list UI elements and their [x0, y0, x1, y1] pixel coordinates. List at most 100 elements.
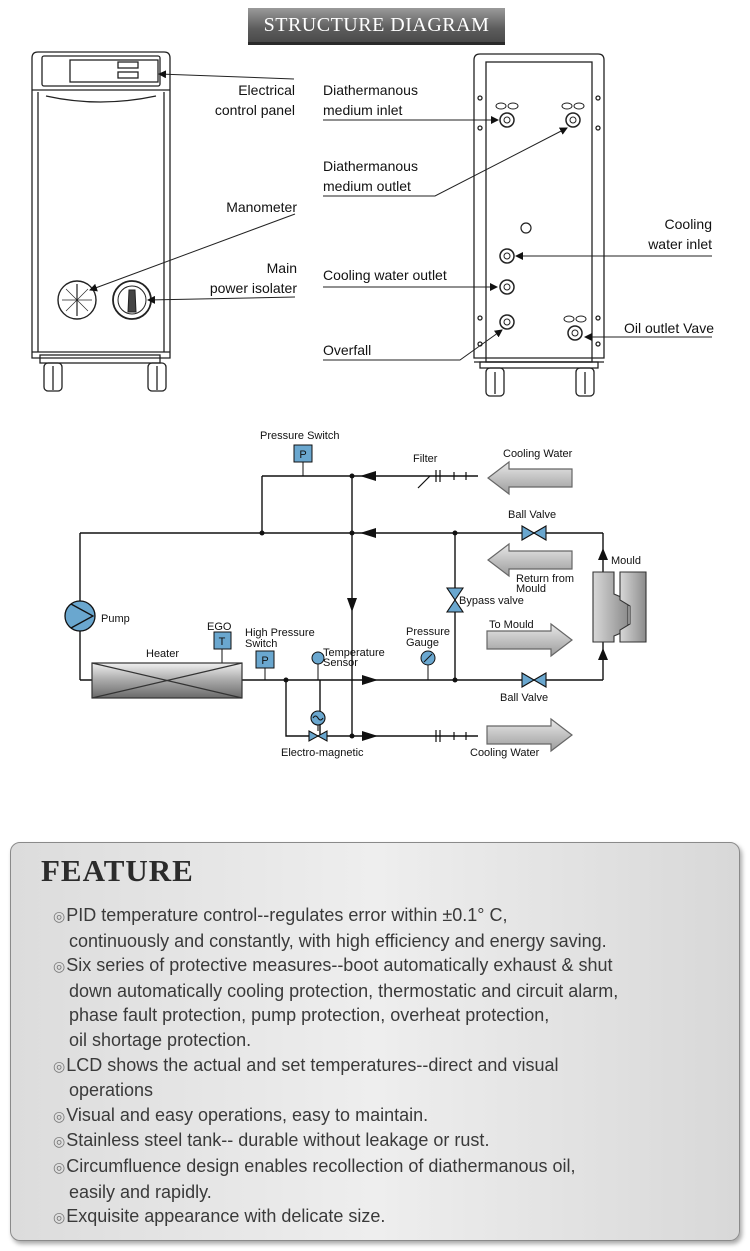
label-pressure-switch: Pressure Switch	[260, 430, 339, 442]
feature-line: oil shortage protection.	[53, 1028, 733, 1053]
header-title: STRUCTURE DIAGRAM	[263, 13, 490, 36]
cooling-water-out-arrow	[486, 717, 573, 753]
label-return-2: Mould	[516, 583, 546, 595]
label-outlet-1: Diathermanous	[323, 158, 418, 174]
cooling-outlet-port-icon	[499, 279, 515, 295]
back-ports	[495, 102, 587, 341]
oil-outlet-port-icon	[563, 315, 587, 341]
feature-item: ◎Six series of protective measures--boot…	[53, 953, 733, 1052]
label-temp-sensor-1: Temperature	[323, 647, 385, 659]
label-inlet-1: Diathermanous	[323, 82, 418, 98]
label-high-pressure-1: High Pressure	[245, 627, 315, 639]
bullet-icon: ◎	[53, 1158, 66, 1175]
label-ego: EGO	[207, 621, 232, 633]
left-labels: Electrical control panel Manometer Main …	[210, 82, 297, 296]
feature-line: easily and rapidly.	[53, 1180, 733, 1205]
feature-item: ◎Visual and easy operations, easy to mai…	[53, 1103, 733, 1129]
label-electro-magnetic: Electro-magnetic	[281, 747, 364, 759]
label-cooling-inlet-1: Cooling	[665, 216, 712, 232]
return-from-mould-arrow	[487, 542, 573, 578]
feature-list: ◎PID temperature control--regulates erro…	[53, 903, 733, 1230]
feature-line: continuously and constantly, with high e…	[53, 929, 733, 954]
label-temp-sensor-2: Sensor	[323, 657, 358, 669]
outlet-port-icon	[561, 102, 585, 128]
pressure-switch-icon: P	[293, 444, 313, 476]
feature-text: Circumfluence design enables recollectio…	[66, 1155, 576, 1176]
feature-text: Exquisite appearance with delicate size.	[66, 1206, 386, 1227]
bullet-icon: ◎	[53, 908, 66, 924]
feature-line: ◎Visual and easy operations, easy to mai…	[53, 1103, 733, 1129]
filter-icon	[417, 470, 467, 489]
label-pressure-gauge-2: Gauge	[406, 637, 439, 649]
label-main-power-2: power isolater	[210, 280, 297, 296]
feature-line: down automatically cooling protection, t…	[53, 979, 733, 1004]
label-inlet-2: medium inlet	[323, 102, 402, 118]
ego-symbol: T	[219, 636, 226, 648]
feature-item: ◎Circumfluence design enables recollecti…	[53, 1154, 733, 1204]
label-outlet-2: medium outlet	[323, 178, 411, 194]
feature-text: easily and rapidly.	[69, 1181, 212, 1202]
feature-line: ◎Stainless steel tank-- durable without …	[53, 1128, 733, 1154]
feature-text: Stainless steel tank-- durable without l…	[66, 1130, 490, 1151]
feature-line: ◎PID temperature control--regulates erro…	[53, 903, 733, 929]
label-filter: Filter	[413, 453, 438, 465]
label-return-1: Return from	[516, 573, 574, 585]
label-pressure-gauge-1: Pressure	[406, 626, 450, 638]
junction-dots	[259, 473, 458, 739]
label-to-mould: To Mould	[489, 619, 534, 631]
temperature-sensor-icon	[311, 651, 325, 680]
bypass-valve-icon	[445, 587, 465, 613]
label-ball-valve-bottom: Ball Valve	[500, 692, 548, 704]
manometer-dial-icon	[57, 280, 97, 320]
feature-item: ◎PID temperature control--regulates erro…	[53, 903, 733, 953]
feature-line: ◎Exquisite appearance with delicate size…	[53, 1204, 733, 1230]
label-main-power-1: Main	[267, 260, 297, 276]
high-pressure-switch-icon: P	[255, 650, 275, 680]
feature-text: PID temperature control--regulates error…	[66, 905, 508, 925]
label-manometer: Manometer	[226, 199, 297, 215]
filter-icon-bottom	[435, 730, 467, 742]
overfall-port-icon	[499, 314, 515, 330]
electro-magnetic-valve-icon	[308, 710, 328, 742]
feature-text: Visual and easy operations, easy to main…	[66, 1104, 429, 1125]
bullet-icon: ◎	[53, 1107, 66, 1124]
power-isolater-knob-icon	[112, 280, 152, 320]
label-cooling-outlet: Cooling water outlet	[323, 267, 447, 283]
flow-arrows	[347, 471, 608, 741]
feature-text: operations	[69, 1080, 154, 1101]
label-cooling-inlet-2: water inlet	[647, 236, 712, 252]
label-electrical-2: control panel	[215, 102, 295, 118]
diagram-canvas: Electrical control panel Manometer Main …	[31, 51, 714, 759]
label-electrical-1: Electrical	[238, 82, 295, 98]
label-pump: Pump	[101, 613, 130, 625]
ego-icon: T	[213, 631, 232, 664]
feature-panel: FEATURE ◎PID temperature control--regula…	[10, 842, 740, 1241]
flow-labels: Pressure Switch Filter Cooling Water Bal…	[101, 430, 641, 759]
pressure-gauge-icon	[420, 650, 436, 680]
ball-valve-top-icon	[521, 525, 547, 541]
feature-text: phase fault protection, pump protection,…	[69, 1005, 550, 1026]
feature-item: ◎Exquisite appearance with delicate size…	[53, 1204, 733, 1230]
to-mould-arrow	[486, 622, 573, 658]
feature-line: operations	[53, 1078, 733, 1103]
inlet-port-icon	[495, 102, 519, 128]
heater-icon	[91, 662, 243, 699]
bullet-icon: ◎	[53, 1133, 66, 1150]
feature-text: down automatically cooling protection, t…	[69, 980, 619, 1001]
feature-text: Six series of protective measures--boot …	[66, 955, 613, 976]
pump-icon	[64, 600, 96, 632]
bullet-icon: ◎	[53, 1057, 66, 1074]
front-machine	[31, 51, 171, 392]
feature-item: ◎Stainless steel tank-- durable without …	[53, 1128, 733, 1154]
back-machine	[473, 53, 605, 397]
bullet-icon: ◎	[53, 1209, 66, 1226]
label-cooling-water-out: Cooling Water	[470, 747, 540, 759]
feature-line: ◎Six series of protective measures--boot…	[53, 953, 733, 979]
pressure-switch-symbol: P	[299, 449, 306, 461]
feature-item: ◎LCD shows the actual and set temperatur…	[53, 1053, 733, 1103]
label-ball-valve-top: Ball Valve	[508, 509, 556, 521]
label-high-pressure-2: Switch	[245, 638, 277, 650]
label-cooling-water-in: Cooling Water	[503, 448, 573, 460]
cooling-inlet-port-icon	[499, 248, 515, 264]
cooling-water-in-arrow	[487, 460, 573, 496]
